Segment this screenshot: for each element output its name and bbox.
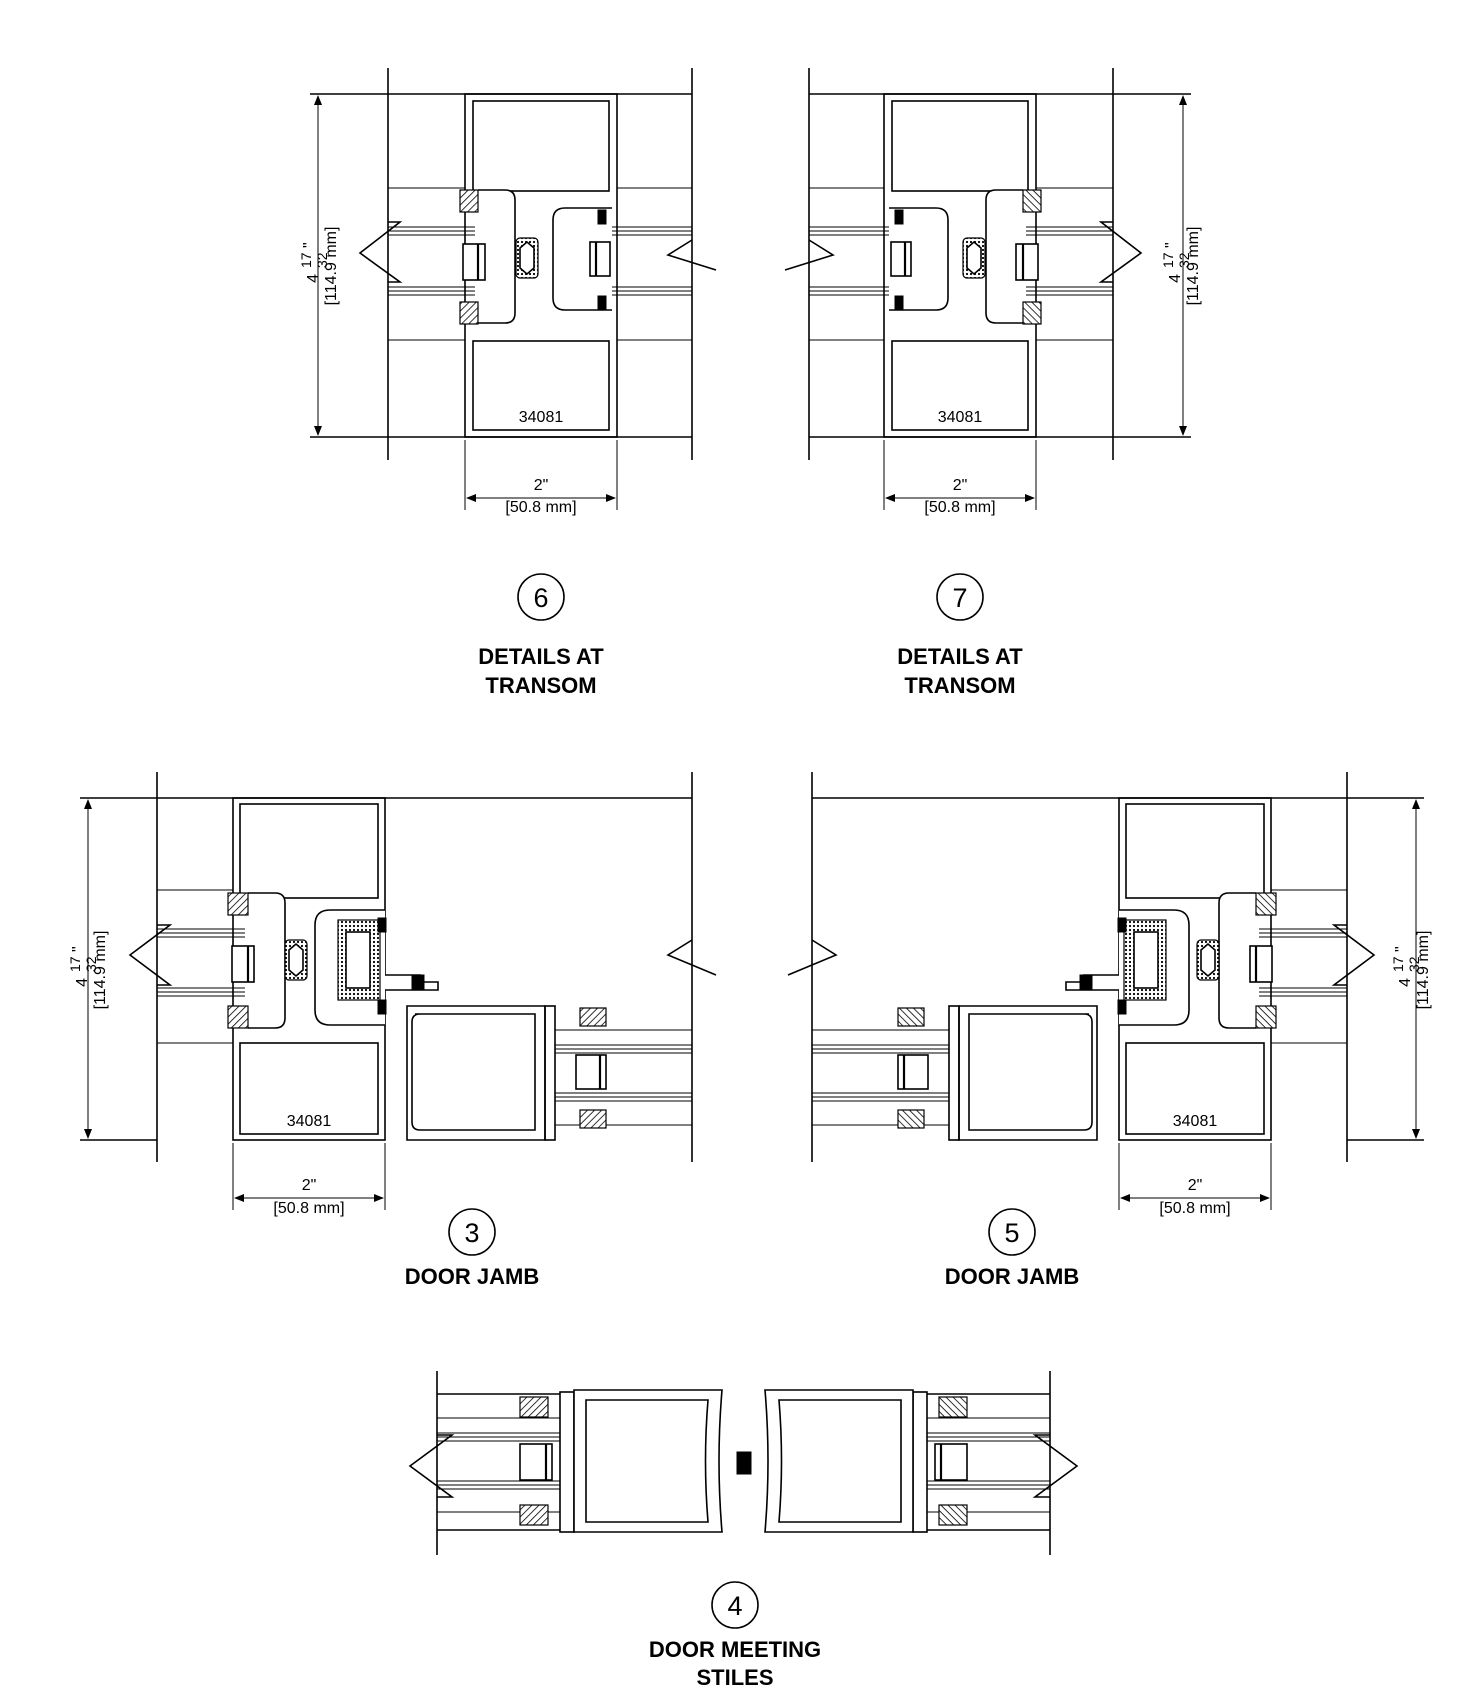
- detail-number: 4: [727, 1591, 742, 1621]
- height-denominator: 32: [1406, 956, 1422, 972]
- detail-number: 3: [464, 1218, 479, 1248]
- height-denominator: 32: [1176, 252, 1192, 268]
- width-mm: [50.8 mm]: [273, 1200, 344, 1217]
- width-inch: 2": [534, 477, 549, 494]
- left-stile-section: [408, 1369, 724, 1557]
- detail-7: 34081 4 17 32 " [114.9 mm] 2" [50.8 mm] …: [785, 68, 1202, 698]
- height-numerator: 17: [1390, 956, 1406, 972]
- height-inch-mark: ": [1393, 946, 1410, 952]
- height-numerator: 17: [1160, 252, 1176, 268]
- height-denominator: 32: [314, 252, 330, 268]
- part-number: 34081: [938, 409, 983, 426]
- height-dimension: 4 17 32 " [114.9 mm]: [67, 931, 109, 1010]
- width-mm: [50.8 mm]: [924, 499, 995, 516]
- height-mm: [114.9 mm]: [1415, 931, 1432, 1010]
- detail-title-line2: TRANSOM: [904, 673, 1015, 698]
- detail-number-bubble: [936, 573, 984, 621]
- height-mm: [114.9 mm]: [323, 227, 340, 306]
- height-numerator: 17: [67, 956, 83, 972]
- detail-title-line1: DOOR JAMB: [405, 1264, 539, 1289]
- height-denominator: 32: [83, 956, 99, 972]
- detail-number: 6: [533, 583, 548, 613]
- height-whole: 4: [74, 978, 91, 987]
- detail-title-line1: DOOR JAMB: [945, 1264, 1079, 1289]
- width-inch: 2": [1188, 1177, 1203, 1194]
- height-inch-mark: ": [301, 242, 318, 248]
- width-mm: [50.8 mm]: [1159, 1200, 1230, 1217]
- height-dimension: 4 17 32 " [114.9 mm]: [1390, 931, 1432, 1010]
- width-inch: 2": [953, 477, 968, 494]
- detail-title-line1: DOOR MEETING: [649, 1637, 821, 1662]
- height-whole: 4: [305, 274, 322, 283]
- part-number: 34081: [287, 1113, 332, 1130]
- detail-number-bubble: [517, 573, 565, 621]
- detail-title-line1: DETAILS AT: [478, 644, 604, 669]
- detail-3: 34081 4 17 32 " [114.9 mm] 2" [50.8 mm] …: [67, 772, 716, 1289]
- width-mm: [50.8 mm]: [505, 499, 576, 516]
- astragal-seal: [736, 1451, 752, 1475]
- height-dimension: 4 17 32 " [114.9 mm]: [1160, 227, 1202, 306]
- detail-6: 34081 4 17 32 " [114.9 mm] 2" [50.8 mm] …: [298, 68, 716, 698]
- detail-number-bubble: [448, 1208, 496, 1256]
- width-inch: 2": [302, 1177, 317, 1194]
- door-jamb-section-drawing-mirrored: [788, 772, 1424, 1210]
- height-mm: [114.9 mm]: [92, 931, 109, 1010]
- detail-number-bubble: [711, 1581, 759, 1629]
- height-mm: [114.9 mm]: [1185, 227, 1202, 306]
- height-whole: 4: [1167, 274, 1184, 283]
- transom-section-drawing-mirrored: [785, 68, 1191, 510]
- height-whole: 4: [1397, 978, 1414, 987]
- right-stile-section: [763, 1369, 1079, 1557]
- detail-title-line2: STILES: [696, 1665, 773, 1690]
- detail-number: 5: [1004, 1218, 1019, 1248]
- detail-title-line1: DETAILS AT: [897, 644, 1023, 669]
- transom-section-drawing: [310, 68, 716, 510]
- detail-title-line2: TRANSOM: [485, 673, 596, 698]
- height-inch-mark: ": [70, 946, 87, 952]
- detail-4: 4 DOOR MEETING STILES: [408, 1369, 1079, 1690]
- height-numerator: 17: [298, 252, 314, 268]
- height-inch-mark: ": [1163, 242, 1180, 248]
- detail-5: 34081 4 17 32 " [114.9 mm] 2" [50.8 mm] …: [788, 772, 1432, 1289]
- part-number: 34081: [519, 409, 564, 426]
- door-jamb-section-drawing: [80, 772, 716, 1210]
- detail-number: 7: [952, 583, 967, 613]
- detail-number-bubble: [988, 1208, 1036, 1256]
- part-number: 34081: [1173, 1113, 1218, 1130]
- height-dimension: 4 17 32 " [114.9 mm]: [298, 227, 340, 306]
